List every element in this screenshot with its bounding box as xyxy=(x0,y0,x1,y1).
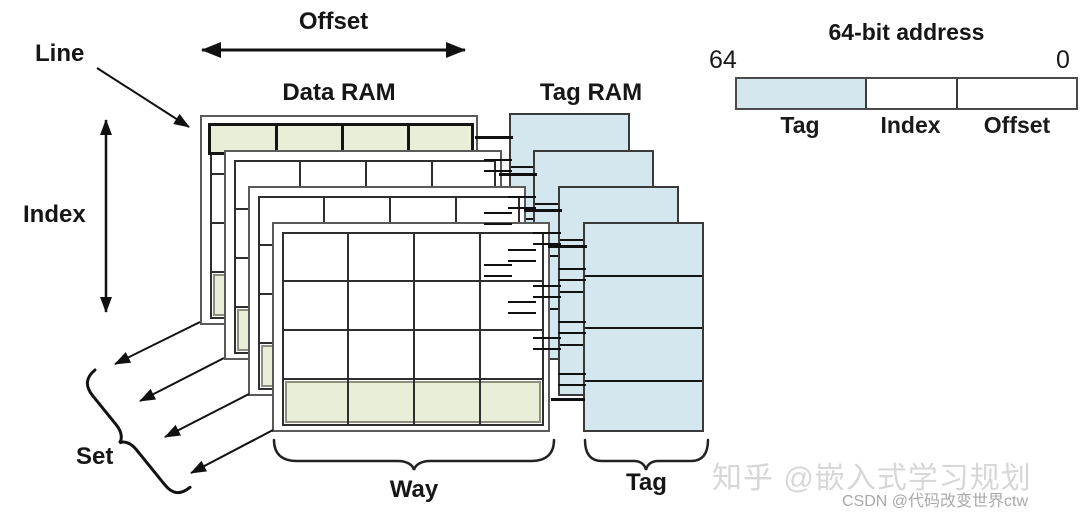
grid-inner-frame xyxy=(282,232,544,426)
line-bar-divider-3 xyxy=(407,126,410,152)
watermark-zhihu: 知乎 @嵌入式学习规划 xyxy=(712,462,1032,495)
address-segment-tag xyxy=(737,79,867,108)
tag-connector-stub-1 xyxy=(475,136,513,139)
tag-connector-stub-19 xyxy=(533,296,561,298)
tag-connector-stub-20 xyxy=(533,337,561,339)
tag-connector-stub-9 xyxy=(508,196,536,198)
tag-connector-stub-17 xyxy=(533,243,561,245)
tag-ram-way-4 xyxy=(583,222,704,432)
tag-brace-label: Tag xyxy=(626,469,667,496)
tag-connector-stub-27 xyxy=(558,373,586,375)
tag-connector-stub-25 xyxy=(558,321,586,323)
tag-connector-stub-6 xyxy=(484,264,512,266)
tag-connector-stub-11 xyxy=(508,249,536,251)
tag-row-line-2 xyxy=(585,327,702,329)
tag-ram-title: Tag RAM xyxy=(539,79,643,106)
tag-connector-stub-3 xyxy=(484,170,512,172)
address-segment-index xyxy=(867,79,958,108)
tag-row-line-3 xyxy=(585,380,702,382)
tag-connector-stub-23 xyxy=(558,268,586,270)
tag-connector-stub-7 xyxy=(484,275,512,277)
address-title: 64-bit address xyxy=(828,19,985,45)
data-ram-way-4 xyxy=(272,222,550,432)
tag-connector-stub-15 xyxy=(524,209,562,212)
tag-connector-stub-14 xyxy=(508,312,536,314)
address-segment-offset xyxy=(958,79,1076,108)
tag-connector-stub-29 xyxy=(551,398,585,401)
address-lsb: 0 xyxy=(1056,46,1070,74)
tag-connector-stub-4 xyxy=(484,212,512,214)
address-field-offset-label: Offset xyxy=(983,112,1051,138)
set-label: Set xyxy=(76,443,114,470)
way-label: Way xyxy=(389,476,439,503)
tag-connector-stub-10 xyxy=(508,207,536,209)
tag-connector-stub-16 xyxy=(533,232,561,234)
tag-connector-stub-12 xyxy=(508,260,536,262)
tag-connector-stub-22 xyxy=(548,245,587,248)
line-label: Line xyxy=(35,40,85,67)
index-label: Index xyxy=(23,201,86,228)
grid-row-line-1 xyxy=(282,280,544,282)
tag-connector-stub-13 xyxy=(508,301,536,303)
address-msb: 64 xyxy=(709,46,737,74)
tag-row-line-1 xyxy=(585,275,702,277)
line-bar-divider-1 xyxy=(275,126,278,152)
data-ram-title: Data RAM xyxy=(282,79,396,106)
tag-connector-stub-28 xyxy=(558,384,586,386)
offset-label: Offset xyxy=(298,8,369,35)
tag-connector-stub-18 xyxy=(533,285,561,287)
tag-connector-stub-5 xyxy=(484,223,512,225)
line-bar-divider-2 xyxy=(341,126,344,152)
address-field-index-label: Index xyxy=(880,112,941,138)
tag-connector-stub-8 xyxy=(499,173,537,176)
grid-row-line-2 xyxy=(282,329,544,331)
address-bar xyxy=(735,77,1078,110)
address-field-labels: Tag Index Offset xyxy=(735,112,1078,139)
address-field-tag-label: Tag xyxy=(780,112,820,138)
tag-connector-stub-21 xyxy=(533,348,561,350)
watermark-csdn: CSDN @代码改变世界ctw xyxy=(842,493,1029,510)
tag-connector-stub-24 xyxy=(558,279,586,281)
line-highlight-bar xyxy=(208,123,474,155)
grid-row-line-3 xyxy=(282,378,544,380)
tag-connector-stub-2 xyxy=(484,159,512,161)
tag-connector-stub-26 xyxy=(558,332,586,334)
